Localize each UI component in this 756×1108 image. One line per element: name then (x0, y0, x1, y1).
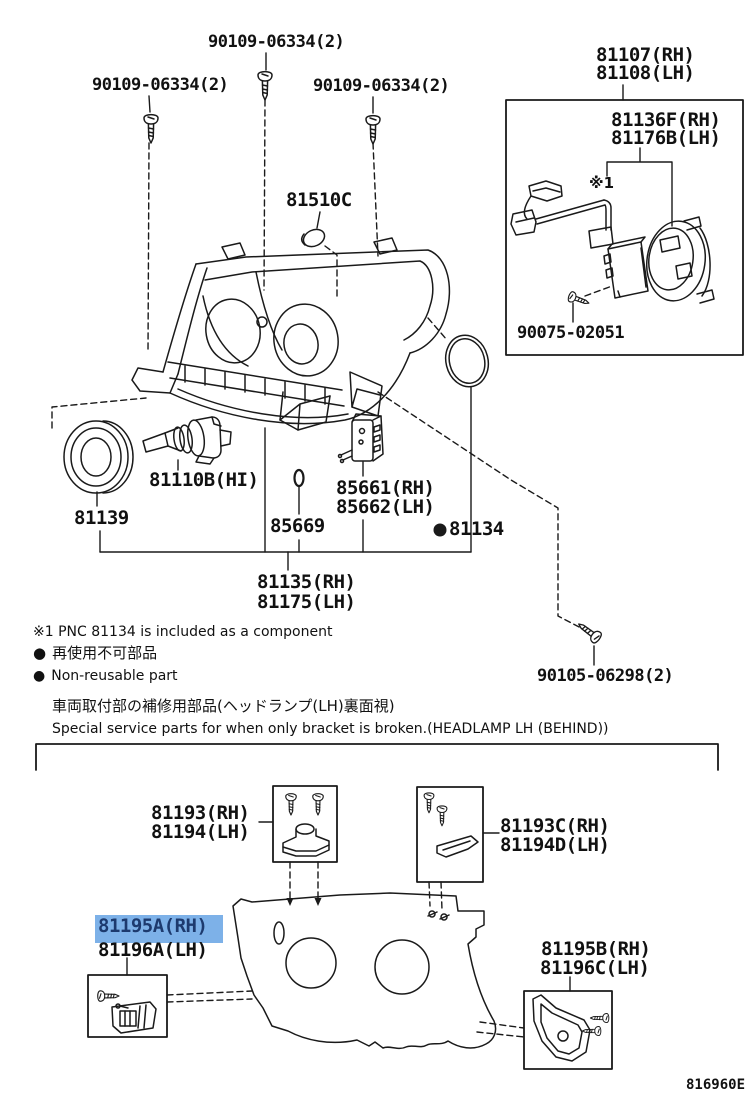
part-label-90109-center[interactable]: 90109-06334(2) (208, 32, 345, 52)
bulb-81110b-drawing (142, 416, 232, 465)
screw-icon-top-right (365, 114, 381, 145)
part-label-90109-left[interactable]: 90109-06334(2) (92, 75, 229, 95)
section-bracket (35, 743, 719, 771)
part-label-81176b[interactable]: 81176B(LH) (611, 127, 721, 149)
leveling-computer-drawing (337, 413, 384, 464)
part-label-81194[interactable]: 81194(LH) (151, 821, 250, 843)
non-reusable-dot-81134 (433, 523, 447, 537)
bracket-box-81195b (523, 990, 613, 1070)
ref-mark-1: ※1 (589, 174, 615, 192)
screw-90075-icon (566, 290, 592, 309)
bracket-box-81195a (87, 974, 168, 1038)
bracket-box-81193 (272, 785, 338, 863)
part-label-81134[interactable]: 81134 (449, 518, 504, 540)
screw-icon-top-center (257, 70, 273, 101)
part-label-81194d[interactable]: 81194D(LH) (500, 834, 610, 856)
note-ref1: ※1 PNC 81134 is included as a component (33, 624, 333, 640)
section-title-ja: 車両取付部の補修用部品(ヘッドランプ(LH)裏面視) (52, 697, 395, 715)
note-non-reusable-ja: ● 再使用不可部品 (33, 646, 157, 661)
bracket-box-81193c (416, 786, 484, 883)
dashed-leader-lines (51, 99, 613, 1038)
note-non-reusable-en-text: Non-reusable part (51, 668, 178, 684)
part-label-81108[interactable]: 81108(LH) (596, 62, 695, 84)
ballast-socket-drawing (645, 216, 715, 304)
leader-lines (96, 52, 673, 992)
cap-81510c-drawing (301, 228, 326, 248)
inset-box-81107 (505, 99, 744, 356)
part-label-81135[interactable]: 81135(RH) (257, 571, 356, 593)
part-label-81139[interactable]: 81139 (74, 507, 129, 529)
part-label-85662[interactable]: 85662(LH) (336, 496, 435, 518)
part-label-81193c[interactable]: 81193C(RH) (500, 815, 610, 837)
part-label-81196c[interactable]: 81196C(LH) (540, 957, 650, 979)
ecu-module-drawing (603, 236, 649, 299)
part-label-81175[interactable]: 81175(LH) (257, 591, 356, 613)
part-label-85661[interactable]: 85661(RH) (336, 477, 435, 499)
part-label-81195a-selected[interactable]: 81195A(RH) (98, 915, 208, 937)
part-label-90109-right[interactable]: 90109-06334(2) (313, 76, 450, 96)
screw-icon-top-left (143, 113, 159, 144)
gasket-85669-drawing (293, 468, 305, 488)
headlamp-rear-view-drawing (232, 892, 497, 1050)
part-label-81510c[interactable]: 81510C (286, 189, 352, 211)
part-label-81193[interactable]: 81193(RH) (151, 802, 250, 824)
part-label-81195b[interactable]: 81195B(RH) (541, 938, 651, 960)
note-non-reusable-en: ● Non-reusable part (33, 669, 178, 683)
tiny-screw-marks (427, 910, 450, 921)
part-label-81196a[interactable]: 81196A(LH) (98, 939, 208, 961)
part-label-81110b[interactable]: 81110B(HI) (149, 469, 259, 491)
non-reusable-bullet-icon: ● (33, 668, 46, 684)
screw-90105-icon (574, 618, 604, 646)
note-non-reusable-ja-text: 再使用不可部品 (52, 644, 158, 662)
headlamp-assembly-drawing (131, 237, 451, 431)
part-label-81107[interactable]: 81107(RH) (596, 44, 695, 66)
figure-code: 816960E (686, 1077, 746, 1093)
seal-81139-drawing (63, 420, 134, 494)
highlight-marker (95, 915, 223, 943)
part-label-90075[interactable]: 90075-02051 (517, 323, 625, 343)
part-label-81136f[interactable]: 81136F(RH) (611, 109, 721, 131)
wire-harness-drawing (510, 180, 614, 249)
non-reusable-bullet-icon: ● (33, 644, 47, 662)
section-title-en: Special service parts for when only brac… (52, 721, 609, 737)
part-label-90105[interactable]: 90105-06298(2) (537, 666, 674, 686)
part-label-85669[interactable]: 85669 (270, 515, 325, 537)
oring-81134-drawing (444, 334, 490, 388)
